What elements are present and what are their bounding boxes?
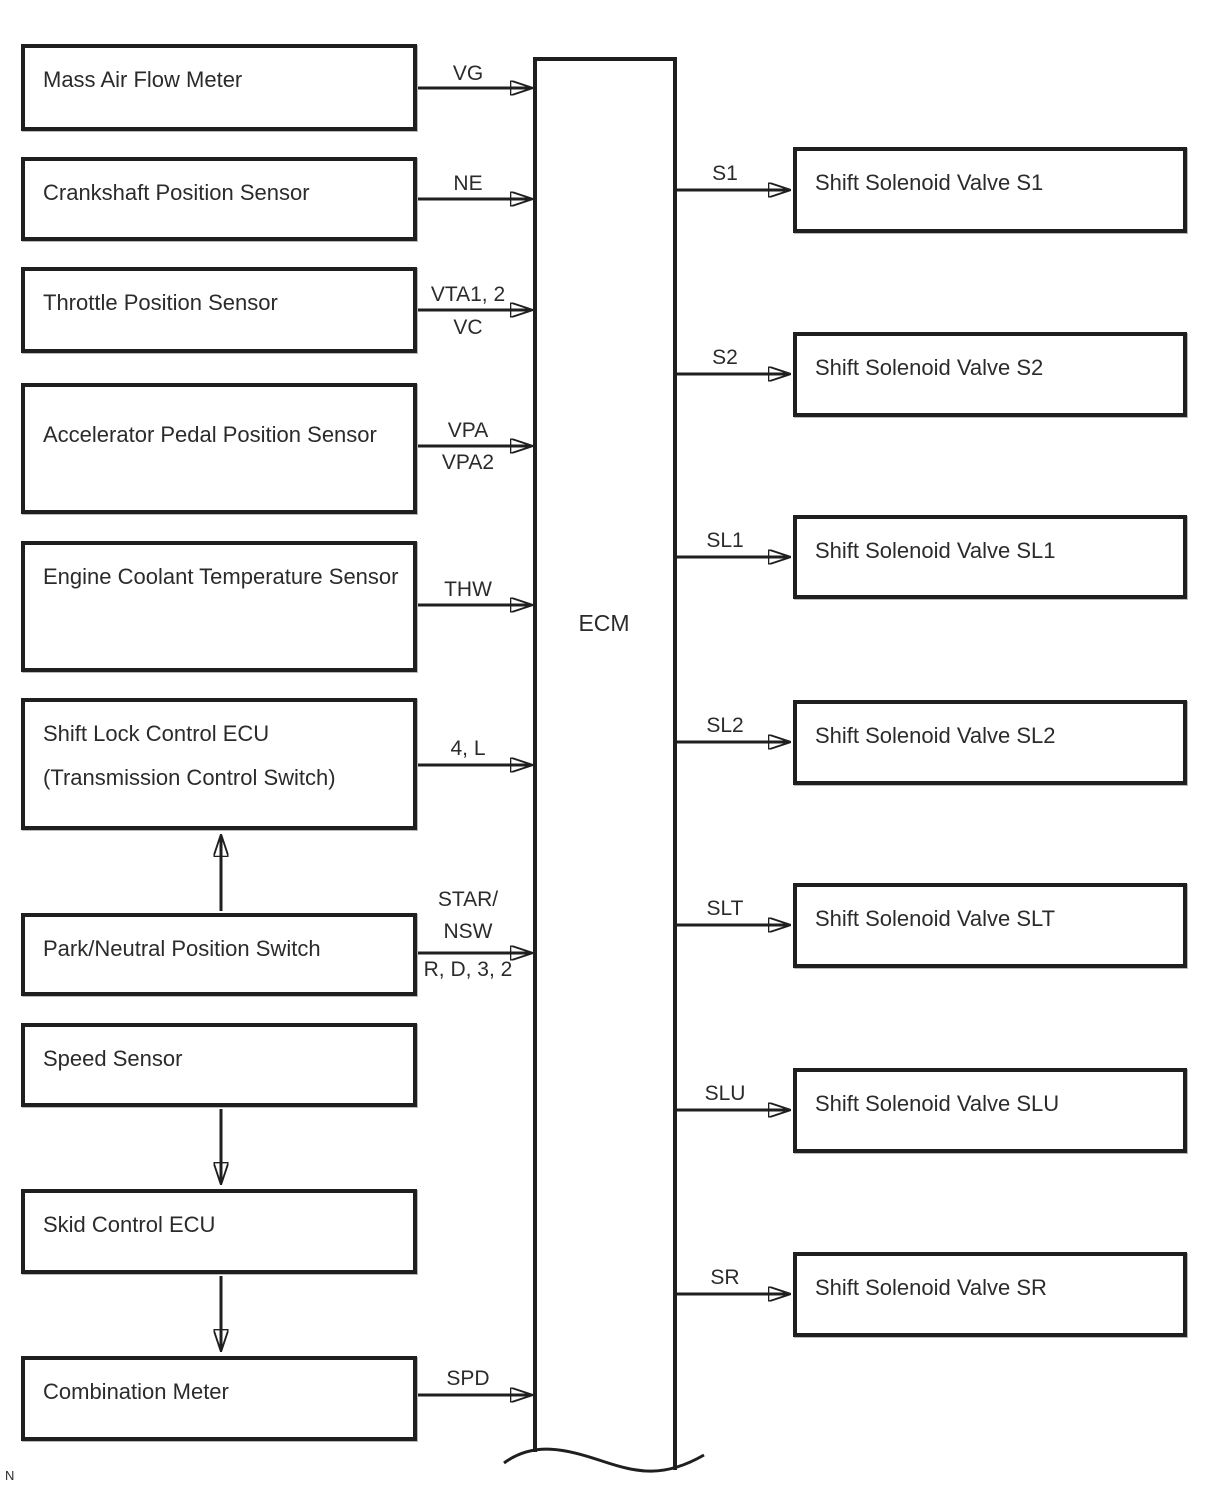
box-label: Throttle Position Sensor: [43, 290, 278, 315]
box-label: Shift Solenoid Valve SL1: [815, 538, 1056, 563]
box-label: Shift Solenoid Valve S2: [815, 355, 1044, 380]
input-box-engine-coolant-temperature-sensor: Engine Coolant Temperature Sensor: [21, 541, 417, 672]
signal-label-vta: VTA1, 2: [430, 283, 506, 306]
signal-label-ne: NE: [453, 172, 483, 195]
signal-label-star: STAR/: [437, 888, 499, 911]
signal-label-s2: S2: [712, 346, 738, 369]
signal-label-4l: 4, L: [450, 737, 486, 760]
input-box-skid-control-ecu: Skid Control ECU: [21, 1189, 417, 1274]
input-box-throttle-position-sensor: Throttle Position Sensor: [21, 267, 417, 353]
output-box-shift-solenoid-valve-sl1: Shift Solenoid Valve SL1: [793, 515, 1187, 599]
box-label: Skid Control ECU: [43, 1212, 216, 1237]
signal-label-slu: SLU: [704, 1082, 746, 1105]
box-label: Shift Solenoid Valve SR: [815, 1275, 1047, 1300]
box-label: Shift Solenoid Valve SLU: [815, 1091, 1060, 1116]
signal-label-vg: VG: [452, 62, 484, 85]
signal-label-sl2: SL2: [706, 714, 744, 737]
box-label: Combination Meter: [43, 1379, 229, 1404]
box-label: Shift Solenoid Valve S1: [815, 170, 1044, 195]
output-box-shift-solenoid-valve-s1: Shift Solenoid Valve S1: [793, 147, 1187, 233]
box-label: Shift Lock Control ECU: [43, 721, 270, 746]
box-label: Speed Sensor: [43, 1046, 183, 1071]
box-label: Accelerator Pedal Position Sensor: [43, 422, 377, 447]
output-box-shift-solenoid-valve-slt: Shift Solenoid Valve SLT: [793, 883, 1187, 968]
signal-label-nsw: NSW: [443, 920, 493, 943]
ecm-box-outline: [533, 57, 677, 1470]
box-label-line2: (Transmission Control Switch): [43, 765, 336, 790]
signal-label-slt: SLT: [706, 897, 744, 920]
output-box-shift-solenoid-valve-sr: Shift Solenoid Valve SR: [793, 1252, 1187, 1337]
corner-mark: N: [5, 1468, 15, 1483]
signal-label-spd: SPD: [446, 1367, 490, 1390]
box-label: Engine Coolant Temperature Sensor: [43, 564, 399, 589]
input-box-shift-lock-control-ecu: Shift Lock Control ECU (Transmission Con…: [21, 698, 417, 830]
signal-label-vpa2: VPA2: [441, 451, 495, 474]
box-label: Park/Neutral Position Switch: [43, 936, 321, 961]
output-box-shift-solenoid-valve-s2: Shift Solenoid Valve S2: [793, 332, 1187, 417]
ecm-torn-edge: [503, 1447, 705, 1473]
input-box-park-neutral-position-switch: Park/Neutral Position Switch: [21, 913, 417, 996]
box-label: Mass Air Flow Meter: [43, 67, 243, 92]
box-label: Crankshaft Position Sensor: [43, 180, 310, 205]
signal-label-vc: VC: [453, 316, 483, 339]
input-box-accelerator-pedal-position-sensor: Accelerator Pedal Position Sensor: [21, 383, 417, 514]
signal-label-sl1: SL1: [706, 529, 744, 552]
signal-label-sr: SR: [710, 1266, 740, 1289]
output-box-shift-solenoid-valve-sl2: Shift Solenoid Valve SL2: [793, 700, 1187, 785]
input-box-mass-air-flow-meter: Mass Air Flow Meter: [21, 44, 417, 131]
signal-label-s1: S1: [712, 162, 738, 185]
ecm-box-label: ECM: [578, 610, 630, 636]
input-box-combination-meter: Combination Meter: [21, 1356, 417, 1441]
box-label: Shift Solenoid Valve SLT: [815, 906, 1056, 931]
signal-label-rd32: R, D, 3, 2: [423, 958, 513, 981]
output-box-shift-solenoid-valve-slu: Shift Solenoid Valve SLU: [793, 1068, 1187, 1153]
input-box-crankshaft-position-sensor: Crankshaft Position Sensor: [21, 157, 417, 241]
input-box-speed-sensor: Speed Sensor: [21, 1023, 417, 1107]
signal-label-vpa: VPA: [447, 419, 489, 442]
box-label: Shift Solenoid Valve SL2: [815, 723, 1056, 748]
signal-label-thw: THW: [444, 578, 492, 601]
